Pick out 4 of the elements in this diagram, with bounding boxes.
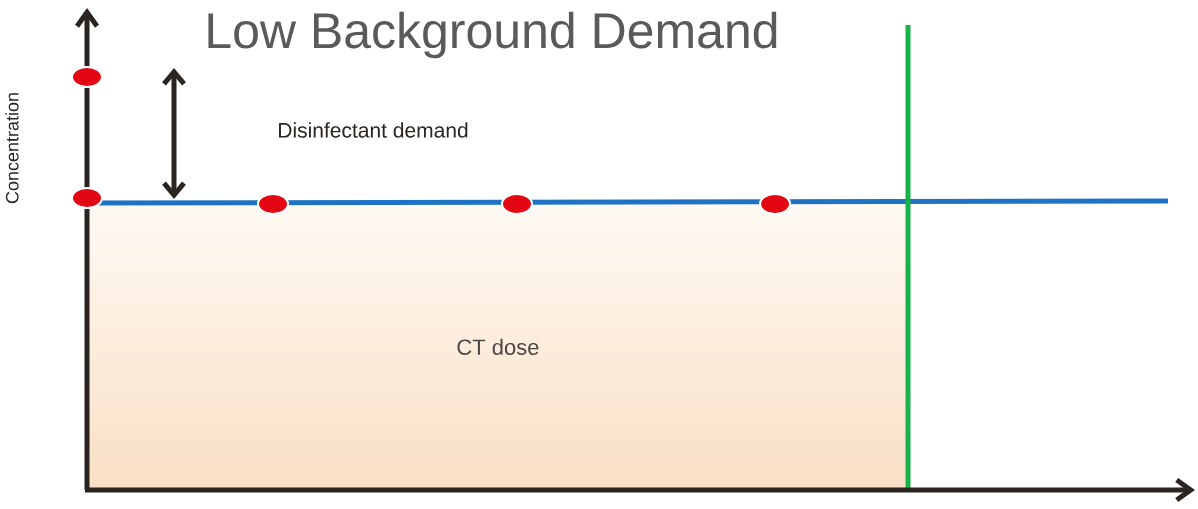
- axis-label: Concentration: [5, 93, 19, 204]
- annotation: Disinfectant demand: [279, 122, 468, 138]
- shaded-area: CT dose: [457, 338, 539, 355]
- title: Low Background Demand: [208, 11, 777, 59]
